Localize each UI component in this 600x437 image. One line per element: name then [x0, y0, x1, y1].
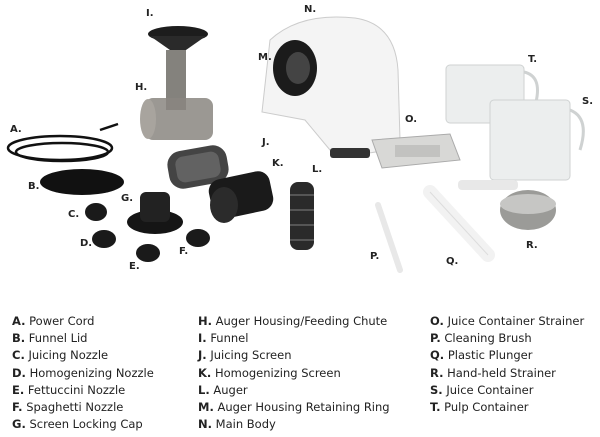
callout-c: C.: [68, 209, 80, 220]
legend-item: R. Hand-held Strainer: [430, 365, 556, 380]
callout-l: L.: [312, 164, 323, 175]
power-cord: [6, 122, 119, 163]
callout-j: J.: [262, 137, 270, 148]
homogenizing-screen: [208, 171, 274, 223]
legend-item: F. Spaghetti Nozzle: [12, 400, 124, 415]
legend-item: T. Pulp Container: [430, 400, 529, 415]
legend-column-1: A. Power Cord B. Funnel Lid C. Juicing N…: [12, 313, 154, 433]
callout-e: E.: [129, 261, 140, 272]
callout-h: H.: [135, 82, 148, 93]
funnel-lid: [40, 169, 124, 195]
screen-locking-cap: [127, 192, 183, 234]
funnel: [148, 26, 208, 50]
legend-column-3: O. Juice Container Strainer P. Cleaning …: [430, 313, 584, 416]
legend-item: B. Funnel Lid: [12, 331, 88, 346]
legend-item: K. Homogenizing Screen: [198, 365, 341, 380]
juice-container-strainer: [371, 133, 461, 169]
nozzles: [85, 203, 210, 262]
callout-r: R.: [526, 240, 538, 251]
hand-held-strainer: [458, 180, 556, 230]
main-body: [261, 16, 401, 158]
callout-o: O.: [405, 114, 418, 125]
juice-container: [489, 99, 585, 181]
legend-item: O. Juice Container Strainer: [430, 314, 585, 328]
callout-s: S.: [582, 96, 594, 107]
callout-m: M.: [258, 52, 272, 63]
callout-n: N.: [304, 4, 317, 15]
legend-item: Q. Plastic Plunger: [430, 348, 533, 363]
legend-item: J. Juicing Screen: [198, 348, 292, 363]
juicing-screen: [167, 145, 229, 189]
callout-k: K.: [272, 158, 284, 169]
legend-item: C. Juicing Nozzle: [12, 348, 109, 363]
legend-item: S. Juice Container: [430, 382, 534, 397]
legend-item: H. Auger Housing/Feeding Chute: [198, 314, 388, 328]
callout-q: Q.: [446, 256, 459, 267]
plastic-plunger: [423, 185, 495, 262]
callout-a: A.: [10, 124, 22, 135]
legend-item: P. Cleaning Brush: [430, 331, 532, 346]
callout-d: D.: [80, 238, 93, 249]
cleaning-brush: [375, 202, 403, 273]
legend-item: I. Funnel: [198, 331, 249, 346]
callout-f: F.: [179, 246, 189, 257]
legend-item: A. Power Cord: [12, 314, 95, 328]
legend-item: E. Fettuccini Nozzle: [12, 382, 126, 397]
callout-p: P.: [370, 251, 380, 262]
callout-g: G.: [121, 193, 134, 204]
legend-item: G. Screen Locking Cap: [12, 417, 143, 432]
callout-i: I.: [146, 8, 154, 19]
auger-housing: [140, 50, 213, 140]
callout-t: T.: [528, 54, 538, 65]
legend-column-2: H. Auger Housing/Feeding Chute I. Funnel…: [198, 313, 390, 433]
legend-item: L. Auger: [198, 382, 248, 397]
legend-item: D. Homogenizing Nozzle: [12, 365, 154, 380]
parts-illustration: [6, 16, 585, 273]
auger: [290, 182, 314, 250]
legend-item: M. Auger Housing Retaining Ring: [198, 400, 390, 415]
legend-item: N. Main Body: [198, 417, 276, 432]
callout-b: B.: [28, 181, 40, 192]
